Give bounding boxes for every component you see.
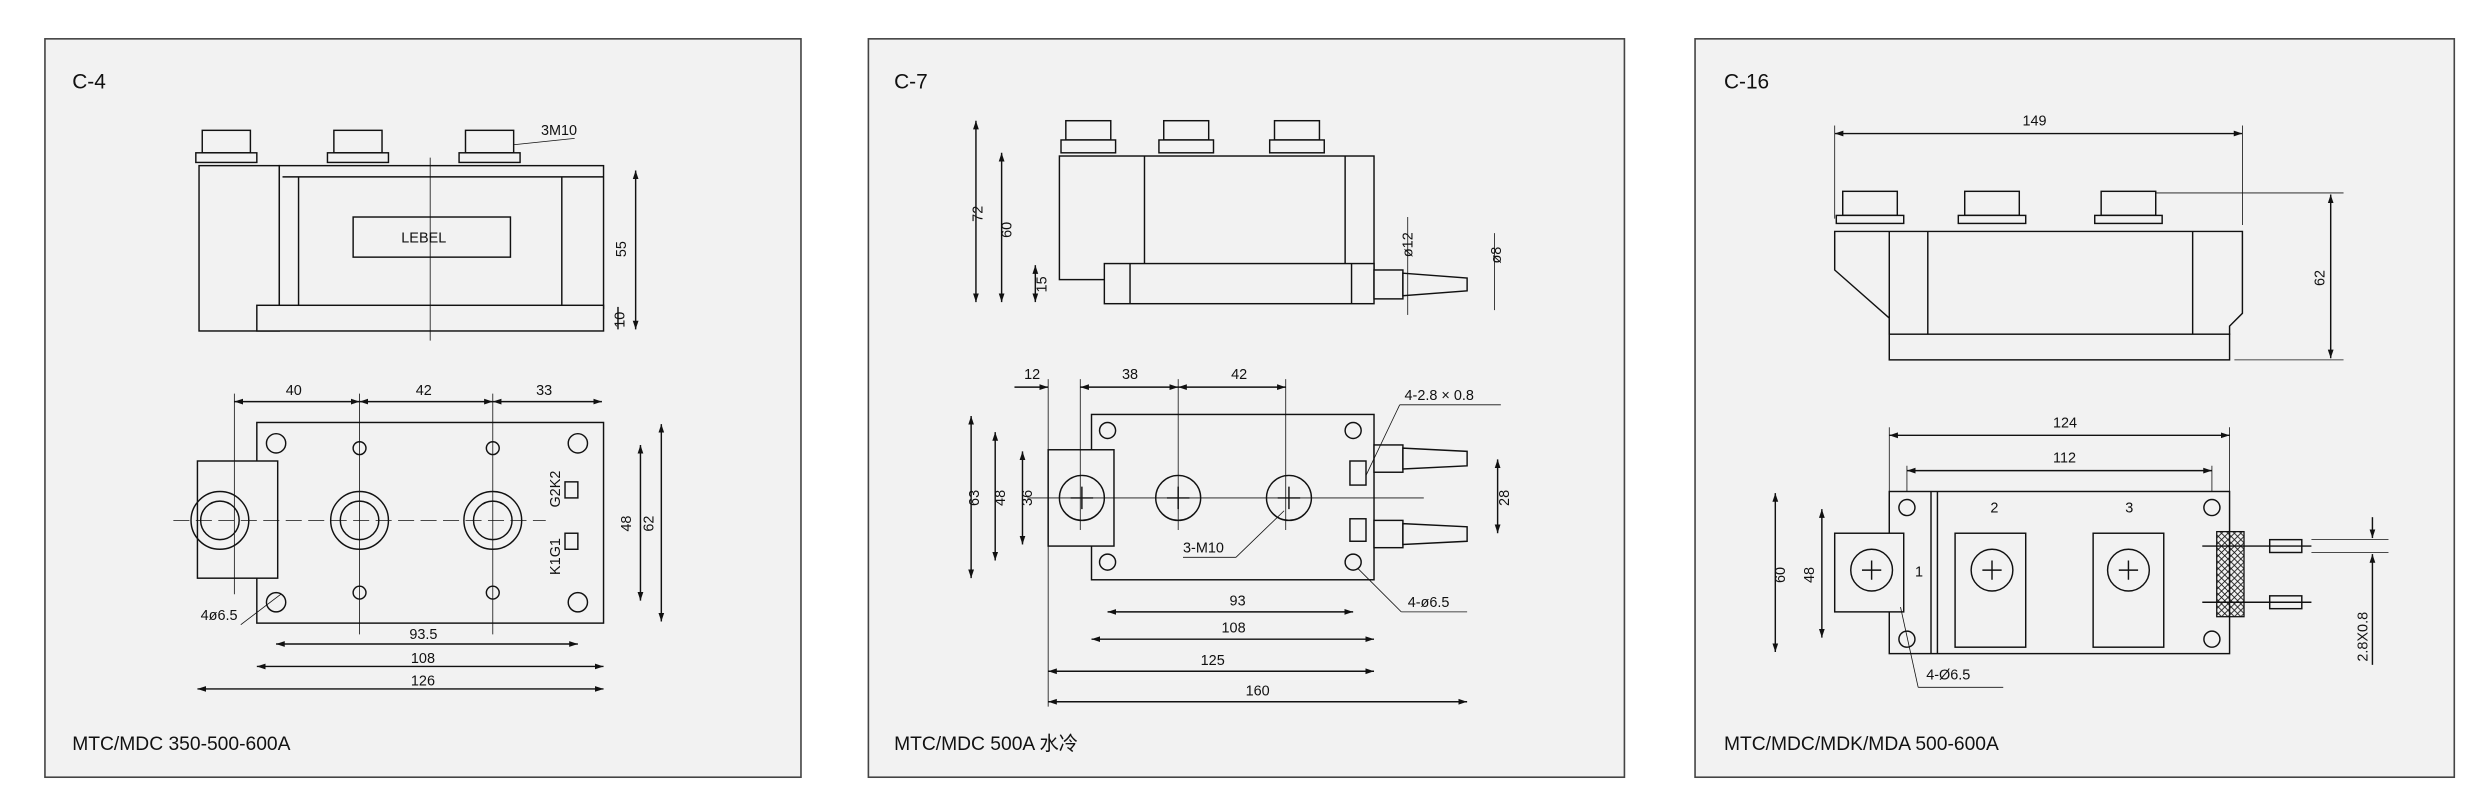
mounting-hole-icon xyxy=(1898,498,2221,648)
panel-c7: C-7 72 60 15 ø12 ø8 xyxy=(867,38,1626,779)
dim-total-len: 149 xyxy=(2023,114,2047,130)
side-view: 72 60 15 ø12 ø8 xyxy=(970,119,1505,315)
dim-base: 10 xyxy=(612,312,628,328)
dim-holes: 4-ø6.5 xyxy=(1408,595,1450,611)
dim-width: 63 xyxy=(967,490,983,506)
dim-total-len: 126 xyxy=(411,674,435,690)
terminal-label-1: 1 xyxy=(1915,565,1923,581)
dim-width: 62 xyxy=(641,516,657,532)
dim-body-len: 124 xyxy=(2053,415,2077,431)
dim-hose-pitch: 28 xyxy=(1497,490,1513,506)
top-view: 12 38 42 4-2.8 × 0.8 63 48 36 28 3-M10 4… xyxy=(967,367,1513,707)
panel-caption: MTC/MDC/MDK/MDA 500-600A xyxy=(1724,734,1999,755)
dim-hole-span: 112 xyxy=(2053,451,2076,467)
connector-icon xyxy=(2216,530,2245,618)
terminal-label-upper: G2K2 xyxy=(548,471,564,508)
dim-hose-inner: ø8 xyxy=(1489,247,1505,264)
dim-holes: 4ø6.5 xyxy=(201,608,238,624)
dim-body-len: 108 xyxy=(1222,621,1246,637)
mounting-hole-icon xyxy=(1098,421,1362,571)
dim-pitch1: 40 xyxy=(286,383,302,399)
dim-tab: 2.8X0.8 xyxy=(2356,612,2372,662)
dim-total-h: 72 xyxy=(970,206,986,222)
dim-hole-span: 93 xyxy=(1230,593,1246,609)
bolt-note: 3M10 xyxy=(541,123,577,139)
panel-c16: C-16 149 62 124 112 xyxy=(1694,38,2456,779)
dim-hole-span: 93.5 xyxy=(409,627,437,643)
terminal-bolt-icon xyxy=(1850,548,2151,592)
dim-pitch2: 42 xyxy=(1231,367,1247,383)
dim-tab: 4-2.8 × 0.8 xyxy=(1405,388,1474,404)
water-hose-icon xyxy=(1373,269,1468,300)
water-hose-icon xyxy=(1373,444,1468,549)
dim-offset: 12 xyxy=(1024,367,1040,383)
bolt-icon xyxy=(1060,119,1325,154)
dim-base-h: 15 xyxy=(1035,276,1051,292)
dim-hole-pitch-v: 48 xyxy=(1802,567,1818,583)
dim-hole-pitch-v: 48 xyxy=(993,490,1009,506)
dim-pitch2: 42 xyxy=(416,383,432,399)
dim-tab-w: 36 xyxy=(1020,490,1036,506)
dim-width: 60 xyxy=(1773,567,1789,583)
panel-title: C-16 xyxy=(1724,71,1769,94)
terminal-label-2: 2 xyxy=(1990,500,1998,516)
bolt-icon xyxy=(1835,190,2163,225)
bolt-icon xyxy=(195,129,521,164)
panel-title: C-4 xyxy=(72,71,106,94)
dim-body-len: 108 xyxy=(411,651,435,667)
top-view: 124 112 1 2 3 xyxy=(1772,415,2389,688)
side-view: 149 62 xyxy=(1833,114,2344,361)
top-view: G2K2 K1G1 40 42 33 93.5 108 126 48 62 4ø… xyxy=(173,383,665,692)
panel-caption: MTC/MDC 350-500-600A xyxy=(72,734,290,755)
panel-c4: C-4 LEBEL 3M10 55 10 xyxy=(44,38,802,779)
dim-holes: 4-Ø6.5 xyxy=(1926,667,1970,683)
dim-hole-pitch-v: 48 xyxy=(619,516,635,532)
dim-height: 55 xyxy=(614,241,630,257)
dim-pitch1: 38 xyxy=(1122,367,1138,383)
panel-caption: MTC/MDC 500A 水冷 xyxy=(894,733,1078,755)
dim-total-len: 160 xyxy=(1246,683,1270,699)
dim-height: 62 xyxy=(2312,270,2328,286)
terminal-label-lower: K1G1 xyxy=(548,538,564,575)
dim-bolts: 3-M10 xyxy=(1183,540,1224,556)
panel-title: C-7 xyxy=(894,71,928,94)
dim-body-h: 60 xyxy=(999,222,1015,238)
dim-len-125: 125 xyxy=(1201,653,1225,669)
label-box-text: LEBEL xyxy=(401,231,446,247)
side-view: LEBEL 3M10 55 10 xyxy=(195,123,639,341)
terminal-label-3: 3 xyxy=(2125,500,2133,516)
dim-pitch3: 33 xyxy=(536,383,552,399)
dim-hose-outer: ø12 xyxy=(1401,232,1417,257)
